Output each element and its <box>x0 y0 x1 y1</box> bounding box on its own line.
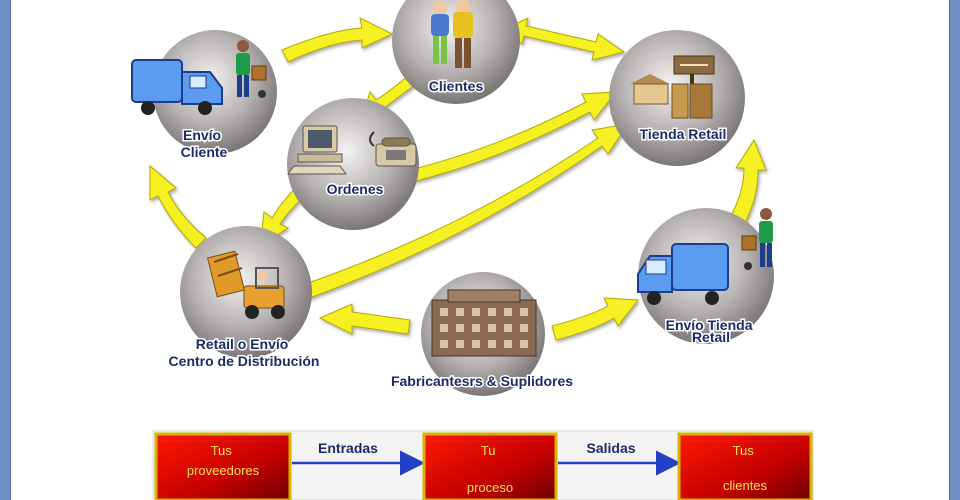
entradas-label: Entradas <box>318 440 378 456</box>
delivery-person-icon <box>236 40 267 98</box>
node-tienda-retail: Tienda Retail <box>609 30 745 166</box>
flow-box-proceso: Tu proceso <box>422 432 558 500</box>
node-fabricantes: Fabricantesrs & Suplidores <box>389 272 575 396</box>
node-ordenes: Ordenes <box>287 98 419 230</box>
centro-distribucion-label: Retail o Envío Centro de Distribución <box>169 336 320 369</box>
delivery-truck-icon <box>637 243 729 305</box>
ordenes-label: Ordenes <box>327 181 384 197</box>
flow-arrow-salidas: Salidas <box>558 440 681 476</box>
node-clientes: Clientes <box>392 0 520 104</box>
arrow-centro-to-envio <box>149 164 207 249</box>
computer-icon <box>287 125 347 175</box>
process-flow: Tus proveedores Entradas Tu proceso Sali… <box>152 430 814 500</box>
flow-arrow-entradas: Entradas <box>292 440 425 476</box>
retail-store-icon <box>630 55 715 119</box>
svg-text:Tus proveedores: Tus proveedores <box>187 443 260 478</box>
factory-building-icon <box>431 289 537 357</box>
flow-box-proveedores: Tus proveedores <box>154 432 292 500</box>
delivery-truck-icon <box>131 59 223 115</box>
node-envio-cliente: Envío Cliente <box>131 30 277 162</box>
envio-cliente-label: Envío Cliente <box>181 127 228 160</box>
cycle-arrows <box>149 17 767 341</box>
arrow-clientes-tienda <box>502 17 626 61</box>
node-envio-tienda: Envío Tienda Retail <box>637 208 774 347</box>
tienda-retail-label: Tienda Retail <box>640 126 727 142</box>
svg-text:Tus clientes: Tus clientes <box>723 443 768 493</box>
fabricantes-label: Fabricantesrs & Suplidores <box>391 373 573 389</box>
arrow-fab-to-envio-tienda <box>551 297 639 341</box>
customers-icon <box>431 0 473 68</box>
envio-tienda-label: Envío Tienda Retail <box>666 317 757 345</box>
phone-icon <box>369 131 417 167</box>
salidas-label: Salidas <box>586 440 635 456</box>
arrow-envio-tienda-to-tienda <box>725 138 767 233</box>
arrow-centro-to-tienda <box>299 123 630 301</box>
delivery-person-icon <box>741 208 773 270</box>
arrow-envio-to-clientes <box>281 17 394 63</box>
svg-text:Tu proceso: Tu proceso <box>467 443 513 495</box>
arrow-ordenes-to-tienda <box>409 91 618 183</box>
flow-box-clientes: Tus clientes <box>677 432 813 500</box>
forklift-icon <box>206 250 285 319</box>
arrow-fab-to-centro <box>318 303 411 335</box>
clientes-label: Clientes <box>429 78 484 94</box>
node-centro-distribucion: Retail o Envío Centro de Distribución <box>167 226 321 371</box>
